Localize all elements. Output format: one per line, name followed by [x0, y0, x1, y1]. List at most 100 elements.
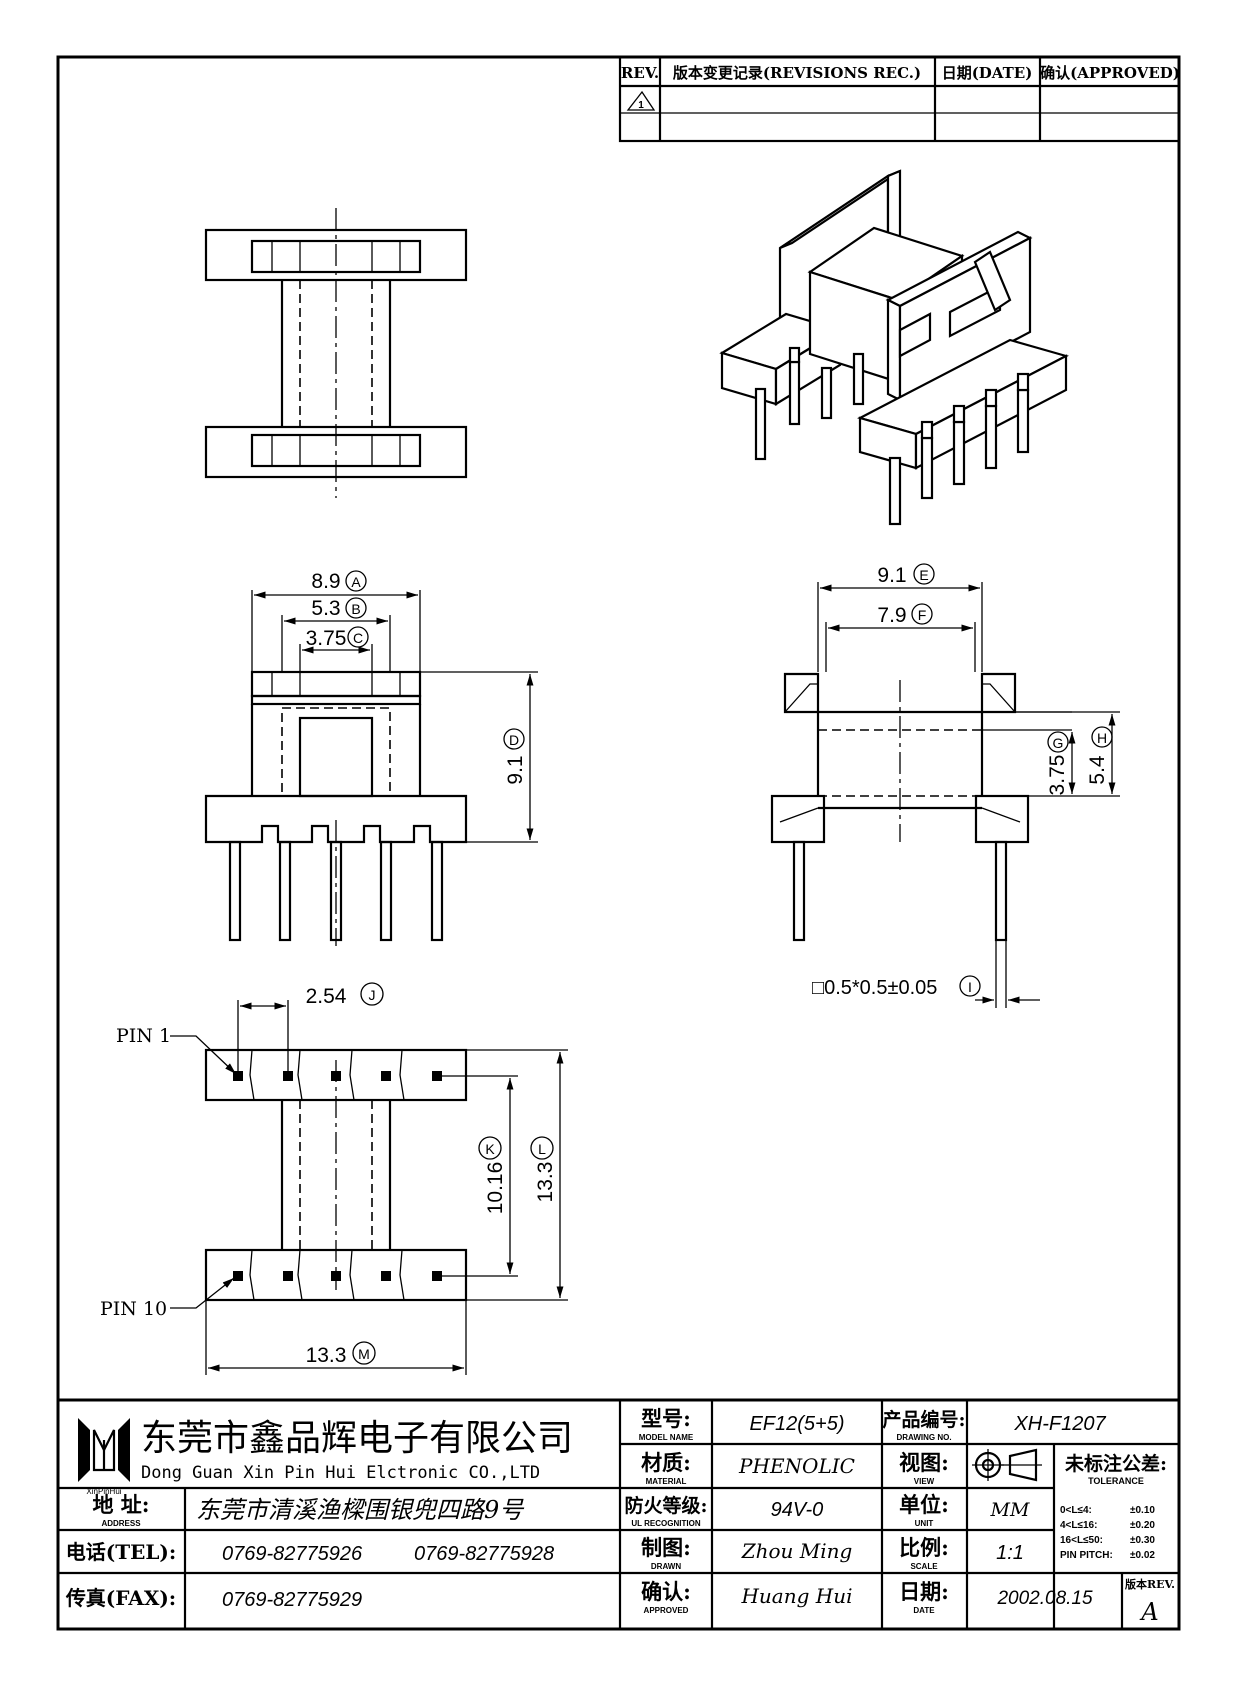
unit-label-en: UNIT — [915, 1519, 934, 1528]
dimension-f: 7.9 F — [877, 603, 933, 627]
material-label-en: MATERIAL — [646, 1477, 687, 1486]
model-label-en: MODEL NAME — [639, 1433, 694, 1442]
company-logo: XinPinHui — [78, 1418, 130, 1496]
date-label: 日期: — [899, 1579, 949, 1604]
dim-j-value: 2.54 — [306, 985, 347, 1008]
dim-j-tag: J — [369, 987, 376, 1003]
version-value: A — [1139, 1598, 1158, 1626]
dimension-j: 2.54 J — [306, 982, 384, 1008]
flame-value: 94V-0 — [771, 1499, 824, 1521]
approved-header: 确认(APPROVED) — [1040, 64, 1180, 82]
tolerance-range: 4<L≤16: — [1060, 1520, 1097, 1531]
tel-2: 0769-82775928 — [414, 1543, 554, 1565]
logo-text: XinPinHui — [86, 1487, 121, 1496]
dim-b-tag: B — [351, 601, 360, 617]
view-label-en: VIEW — [914, 1477, 935, 1486]
dimension-d: D 9.1 — [503, 728, 527, 785]
scale-label: 比例: — [899, 1535, 949, 1560]
dimension-i: □0.5*0.5±0.05 I — [812, 975, 981, 999]
tolerance-value: ±0.02 — [1130, 1550, 1155, 1561]
tolerance-value: ±0.20 — [1130, 1520, 1155, 1531]
tolerance-range: 16<L≤50: — [1060, 1535, 1103, 1546]
drawn-label: 制图: — [641, 1535, 691, 1560]
tel-1: 0769-82775926 — [222, 1543, 363, 1565]
scale-value: 1:1 — [996, 1542, 1024, 1564]
rev-header: REV. — [621, 64, 659, 82]
rev-symbol: 1 — [638, 100, 644, 111]
dim-g-tag: G — [1053, 735, 1064, 751]
flame-label-en: UL RECOGNITION — [631, 1519, 700, 1528]
title-block — [58, 1398, 1179, 1629]
tolerance-value: ±0.30 — [1130, 1535, 1155, 1546]
flame-label: 防火等级: — [624, 1494, 707, 1517]
dim-b-value: 5.3 — [311, 597, 340, 620]
unit-label: 单位: — [899, 1492, 949, 1517]
sheet-border — [56, 55, 1181, 1631]
dimension-b: 5.3 B — [311, 597, 367, 620]
revision-table: REV. 版本变更记录(REVISIONS REC.) 日期(DATE) 确认(… — [618, 55, 1181, 143]
tolerance-value: ±0.10 — [1130, 1505, 1155, 1516]
drawn-value: Zhou Ming — [741, 1539, 853, 1563]
dim-c-value: 3.75 — [306, 627, 347, 650]
dimension-h: H 5.4 — [1086, 726, 1113, 785]
approved-value: Huang Hui — [740, 1584, 852, 1608]
dim-f-tag: F — [918, 607, 927, 623]
dim-k-value: 10.16 — [484, 1162, 507, 1215]
company-name-cn: 东莞市鑫品辉电子有限公司 — [141, 1418, 573, 1459]
pin-1-label: PIN 1 — [116, 1025, 171, 1047]
dim-h-tag: H — [1097, 730, 1107, 746]
dim-h-value: 5.4 — [1086, 755, 1109, 785]
tolerance-range: PIN PITCH: — [1060, 1550, 1113, 1561]
dim-k-tag: K — [485, 1141, 495, 1157]
bottom-view — [170, 1000, 568, 1375]
side-view — [770, 582, 1120, 1008]
dimension-c: 3.75 C — [306, 626, 369, 650]
company-name-en: Dong Guan Xin Pin Hui Elctronic CO.,LTD — [141, 1463, 540, 1483]
tolerance-list: 0<L≤4: ±0.10 4<L≤16: ±0.20 16<L≤50: ±0.3… — [1060, 1505, 1155, 1561]
dim-d-value: 9.1 — [504, 755, 527, 784]
model-value: EF12(5+5) — [749, 1413, 844, 1435]
records-header: 版本变更记录(REVISIONS REC.) — [673, 64, 921, 82]
view-label: 视图: — [899, 1450, 949, 1475]
version-label: 版本REV. — [1125, 1577, 1175, 1591]
dimension-a: 8.9 A — [311, 570, 367, 593]
scale-label-en: SCALE — [910, 1562, 938, 1571]
material-label: 材质: — [641, 1450, 691, 1475]
dim-i-tag: I — [968, 979, 972, 995]
address-label-en: ADDRESS — [101, 1519, 141, 1528]
dimension-k: K 10.16 — [478, 1136, 507, 1215]
dim-m-value: 13.3 — [306, 1344, 347, 1367]
dim-l-value: 13.3 — [534, 1162, 557, 1203]
address-value: 东莞市清溪渔樑围银兜四路9号 — [196, 1496, 525, 1524]
dim-i-value: □0.5*0.5±0.05 — [812, 977, 937, 999]
unit-value: MM — [990, 1499, 1030, 1521]
fax-value: 0769-82775929 — [222, 1589, 362, 1611]
drawing-no-label: 产品编号: — [882, 1408, 965, 1431]
dim-g-value: 3.75 — [1046, 755, 1069, 796]
date-value: 2002.08.15 — [996, 1588, 1093, 1609]
dim-f-value: 7.9 — [877, 604, 906, 627]
projection-symbol-icon — [972, 1448, 1042, 1482]
tolerance-label: 未标注公差: — [1064, 1452, 1167, 1475]
dim-a-value: 8.9 — [311, 570, 340, 593]
material-value: PHENOLIC — [738, 1454, 855, 1478]
address-label: 地 址: — [92, 1492, 149, 1517]
drawing-no-value: XH-F1207 — [1013, 1413, 1106, 1435]
approved-label-en: APPROVED — [644, 1606, 689, 1615]
approved-label: 确认: — [641, 1579, 691, 1604]
dim-a-tag: A — [351, 574, 361, 590]
dim-m-tag: M — [358, 1346, 370, 1362]
revision-triangle-icon — [626, 90, 656, 111]
dimension-l: L 13.3 — [530, 1136, 557, 1203]
dim-e-value: 9.1 — [877, 564, 906, 587]
dim-e-tag: E — [919, 567, 928, 583]
fax-label: 传真(FAX): — [65, 1586, 176, 1610]
front-view — [204, 590, 538, 946]
drawing-no-label-en: DRAWING NO. — [896, 1433, 951, 1442]
dim-c-tag: C — [353, 630, 363, 646]
dimension-m: 13.3 M — [306, 1341, 376, 1367]
tel-label: 电话(TEL): — [66, 1540, 177, 1564]
tolerance-label-en: TOLERANCE — [1088, 1476, 1144, 1486]
model-label: 型号: — [641, 1406, 691, 1431]
